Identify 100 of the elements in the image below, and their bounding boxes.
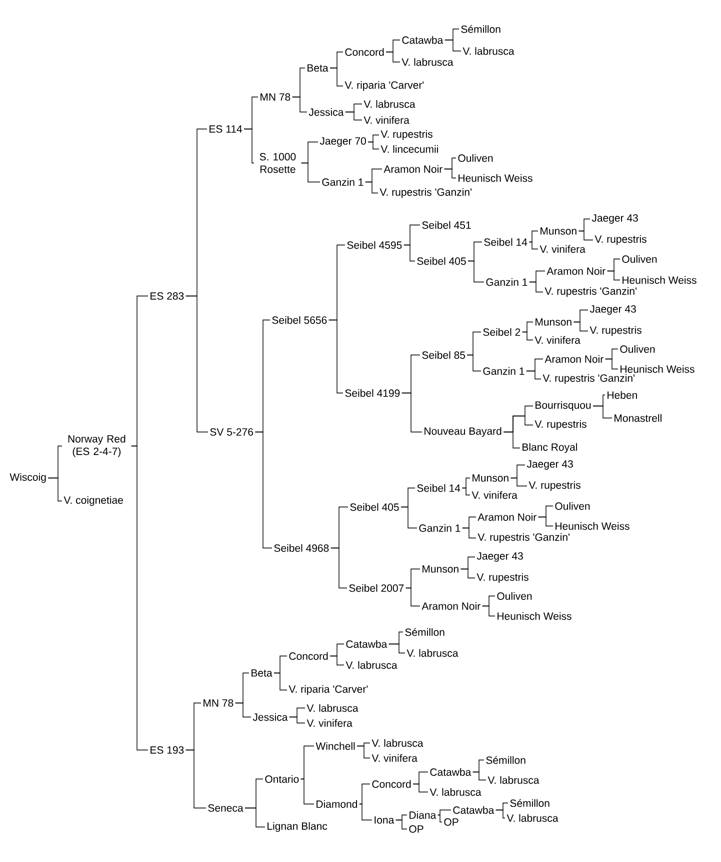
variety-name: Ouliven xyxy=(622,255,657,263)
variety-name: Nouveau Bayard xyxy=(424,427,502,437)
bracket-connector xyxy=(462,488,470,496)
variety-name: Seibel 14 xyxy=(484,238,528,246)
variety-name: V. labrusca xyxy=(402,58,454,66)
variety-name: Munson xyxy=(536,318,572,326)
bracket-connector xyxy=(301,162,320,182)
variety-name: Seibel 2007 xyxy=(349,584,404,592)
variety-name: Ouliven xyxy=(497,592,532,600)
bracket-connector xyxy=(468,260,484,282)
variety-name: V. riparia 'Carver' xyxy=(344,81,424,91)
variety-name: V. labrusca xyxy=(372,739,424,747)
bracket-connector xyxy=(522,332,534,340)
variety-name: Seibel 14 xyxy=(417,484,460,492)
bracket-connector xyxy=(510,478,528,486)
variety-name: Ouliven xyxy=(620,345,655,353)
bracket-connector xyxy=(386,52,400,62)
bracket-connector xyxy=(359,804,372,820)
variety-name: Sémillon xyxy=(461,25,500,33)
variety-name: Wiscoig xyxy=(10,473,46,483)
bracket-connector xyxy=(444,40,462,52)
variety-name: ES 193 xyxy=(150,746,184,754)
bracket-connector xyxy=(578,230,594,240)
variety-name: Sémillon xyxy=(510,799,550,807)
variety-name: V. rupestris xyxy=(594,235,646,245)
bracket-connector xyxy=(330,656,344,666)
bracket-connector xyxy=(592,406,612,418)
variety-name: Concord xyxy=(345,48,384,56)
bracket-connector xyxy=(528,242,538,250)
variety-name: Munson xyxy=(540,227,576,235)
variety-name: ES 283 xyxy=(150,292,184,300)
variety-name: Heunisch Weiss xyxy=(498,612,572,620)
variety-name: V. labrusca xyxy=(406,649,458,657)
variety-name: Ouliven xyxy=(458,154,493,162)
variety-name: Diana xyxy=(410,811,436,819)
variety-name: V. rupestris 'Ganzin' xyxy=(542,374,634,384)
variety-name: Jaeger 43 xyxy=(476,552,523,562)
bracket-connector xyxy=(186,750,206,808)
bracket-connector xyxy=(412,784,428,792)
variety-name: V. rupestris 'Ganzin' xyxy=(478,533,570,543)
bracket-connector xyxy=(437,810,452,816)
bracket-connector xyxy=(186,296,208,432)
variety-name: V. rupestris xyxy=(534,420,586,430)
bracket-connector xyxy=(330,548,348,588)
variety-name: Ganzin 1 xyxy=(483,367,524,375)
bracket-connector xyxy=(328,320,344,394)
variety-name: Concord xyxy=(289,652,328,660)
variety-name: Seibel 5656 xyxy=(272,316,327,324)
variety-name: V. coignetiae xyxy=(64,496,123,506)
variety-name: Sémillon xyxy=(486,756,526,764)
variety-name: OP xyxy=(444,818,458,826)
bracket-connector xyxy=(359,784,370,804)
variety-name: Heben xyxy=(608,391,637,399)
variety-name: V. labrusca xyxy=(346,661,398,669)
bracket-connector xyxy=(466,354,482,372)
variety-name: Munson xyxy=(422,565,458,573)
bracket-connector xyxy=(444,168,456,178)
variety-name: Concord xyxy=(372,780,411,788)
variety-name: MN 78 xyxy=(204,699,234,707)
variety-name: Seibel 4968 xyxy=(274,544,329,552)
bracket-connector xyxy=(538,516,554,526)
variety-name: Sémillon xyxy=(405,628,444,636)
variety-name: Blanc Royal xyxy=(522,443,577,453)
variety-name: Seibel 405 xyxy=(350,503,399,511)
variety-name: Ganzin 1 xyxy=(322,178,364,186)
variety-name: V. vinifera xyxy=(364,116,410,124)
variety-name: Aramon Noir xyxy=(478,513,536,521)
bracket-connector xyxy=(404,244,416,262)
bracket-connector xyxy=(131,446,148,750)
variety-name: V. rupestris xyxy=(528,481,580,491)
variety-name: V. rupestris 'Ganzin' xyxy=(544,287,636,297)
variety-name: Ganzin 1 xyxy=(419,524,460,532)
variety-name: MN 78 xyxy=(260,93,290,101)
variety-name: OP xyxy=(409,825,424,833)
bracket-connector xyxy=(289,716,306,724)
variety-name: Beta xyxy=(252,669,272,677)
variety-name: V. labrusca xyxy=(462,47,514,55)
variety-name: Jaeger 43 xyxy=(526,460,573,470)
variety-name: Jaeger 70 xyxy=(320,137,366,147)
bracket-connector xyxy=(345,112,362,120)
bracket-connector xyxy=(402,392,422,432)
variety-name: V. labrusca xyxy=(488,776,540,784)
variety-name: V. vinifera xyxy=(306,719,352,727)
bracket-connector xyxy=(472,772,486,780)
variety-name: V. lincecumii xyxy=(380,145,438,153)
variety-name: Iona xyxy=(374,816,394,824)
variety-name: V. rupestris 'Ganzin' xyxy=(380,188,472,198)
bracket-connector xyxy=(244,808,266,828)
variety-name: Ganzin 1 xyxy=(486,278,528,286)
variety-name: Aramon Noir xyxy=(546,267,606,275)
variety-name: Heunisch Weiss xyxy=(458,174,532,182)
variety-name: Seibel 4595 xyxy=(347,241,402,249)
variety-name: V. labrusca xyxy=(506,814,558,822)
variety-name: Seibel 2 xyxy=(483,328,520,336)
bracket-connector xyxy=(395,820,408,830)
bracket-connector xyxy=(460,568,476,578)
variety-name: V. labrusca xyxy=(364,100,416,108)
bracket-connector xyxy=(573,322,588,332)
bracket-connector xyxy=(330,68,344,86)
variety-name: V. rupestris xyxy=(380,130,432,140)
